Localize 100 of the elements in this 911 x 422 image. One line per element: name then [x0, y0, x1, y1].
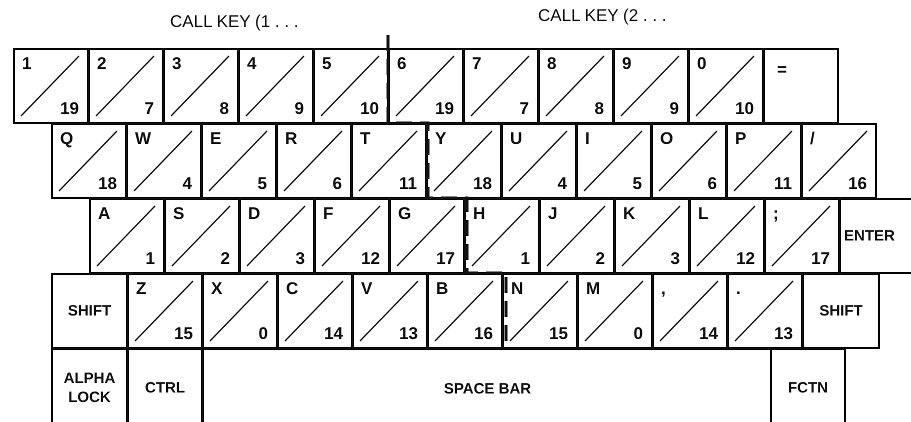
- keyboard-key: [463, 48, 539, 124]
- keyboard-key: [688, 48, 764, 124]
- key-character: E: [210, 129, 222, 149]
- key-code-number: 6: [332, 174, 342, 194]
- key-code-number: 9: [670, 99, 679, 119]
- key-label: ENTER: [844, 226, 896, 246]
- key-label: FCTN: [787, 378, 829, 398]
- keyboard-key: [801, 123, 877, 199]
- key-code-number: 8: [594, 99, 604, 119]
- key-code-number: 6: [708, 174, 717, 194]
- key-label: =: [777, 60, 787, 80]
- keyboard-key: [202, 273, 278, 349]
- key-character: 3: [172, 54, 182, 74]
- keyboard-key: [164, 198, 240, 274]
- heading-label: CALL KEY (2 . . .: [538, 6, 667, 26]
- key-character: H: [473, 204, 486, 224]
- key-character: D: [248, 204, 260, 224]
- key-code-number: 1: [520, 249, 530, 269]
- key-character: 6: [397, 54, 406, 74]
- keyboard-key: [727, 273, 803, 349]
- key-character: L: [698, 204, 708, 224]
- key-code-number: 7: [144, 99, 154, 119]
- keyboard-key: [427, 273, 503, 349]
- keyboard-key: [576, 123, 652, 199]
- key-code-number: 2: [220, 249, 230, 269]
- key-code-number: 19: [435, 99, 454, 119]
- key-character: A: [98, 204, 110, 224]
- keyboard-key: [539, 198, 615, 274]
- heading-label: CALL KEY (1 . . .: [170, 12, 299, 32]
- key-code-number: 9: [294, 99, 304, 119]
- key-code-number: 11: [774, 174, 792, 194]
- keyboard-key: [201, 123, 277, 199]
- key-code-number: 0: [634, 324, 643, 344]
- key-character: C: [286, 279, 298, 299]
- keyboard-key: [577, 273, 653, 349]
- keyboard-key: [651, 123, 727, 199]
- key-character: M: [586, 279, 600, 299]
- key-character: B: [436, 279, 448, 299]
- keyboard-key: [388, 48, 464, 124]
- keyboard-key: [51, 273, 128, 349]
- key-code-number: 17: [436, 249, 455, 269]
- key-character: X: [211, 279, 222, 299]
- keyboard-key: [464, 198, 540, 274]
- keyboard-key: [726, 123, 802, 199]
- key-code-number: 10: [735, 99, 754, 119]
- key-label: ALPHA LOCK: [62, 369, 116, 407]
- key-code-number: 3: [670, 249, 680, 269]
- key-code-number: 8: [220, 99, 229, 119]
- key-label: SHIFT: [818, 302, 864, 320]
- keyboard-key: [127, 273, 203, 349]
- keyboard-key: [127, 348, 203, 422]
- key-label: SPACE BAR: [442, 380, 532, 398]
- key-code-number: 19: [60, 99, 79, 119]
- key-character: F: [323, 204, 334, 224]
- keyboard-key: [652, 273, 728, 349]
- key-character: 5: [322, 54, 332, 74]
- keyboard-key: [126, 123, 202, 199]
- key-code-number: 5: [632, 174, 642, 194]
- key-character: O: [660, 129, 674, 149]
- keyboard-key: [88, 48, 164, 124]
- key-code-number: 12: [736, 249, 755, 269]
- key-code-number: 11: [399, 174, 417, 194]
- keyboard-key: [689, 198, 765, 274]
- key-character: /: [810, 129, 815, 149]
- keyboard-key: [351, 123, 427, 199]
- keyboard-key: [614, 198, 690, 274]
- keyboard-key: [613, 48, 689, 124]
- keyboard-key: [770, 348, 846, 422]
- key-code-number: 15: [549, 324, 568, 344]
- key-code-number: 13: [774, 324, 793, 344]
- key-character: Q: [60, 129, 74, 149]
- key-character: R: [285, 129, 298, 149]
- key-code-number: 16: [474, 324, 493, 344]
- key-code-number: 2: [596, 249, 605, 269]
- key-code-number: 18: [473, 174, 492, 194]
- keyboard-key: [426, 123, 502, 199]
- keyboard-key: [389, 198, 465, 274]
- key-code-number: 14: [324, 324, 343, 344]
- keyboard-key: [802, 273, 880, 349]
- key-character: 9: [622, 54, 632, 74]
- keyboard-key: [502, 273, 578, 349]
- key-code-number: 17: [811, 249, 830, 269]
- key-character: P: [735, 129, 746, 149]
- key-character: 0: [697, 54, 706, 74]
- key-character: 2: [97, 54, 106, 74]
- key-code-number: 16: [848, 174, 867, 194]
- keyboard-key: [13, 48, 89, 124]
- key-character: 4: [247, 54, 256, 74]
- keyboard-key: [163, 48, 239, 124]
- keyboard-key: [276, 123, 352, 199]
- keyboard-key: [352, 273, 428, 349]
- key-character: V: [361, 279, 372, 299]
- key-code-number: 4: [182, 174, 192, 194]
- key-code-number: 10: [360, 99, 379, 119]
- key-label: CTRL: [144, 378, 186, 398]
- key-character: K: [623, 204, 636, 224]
- keyboard-key: [501, 123, 577, 199]
- key-code-number: 3: [296, 249, 305, 269]
- key-code-number: 4: [558, 174, 567, 194]
- key-character: Z: [136, 279, 146, 299]
